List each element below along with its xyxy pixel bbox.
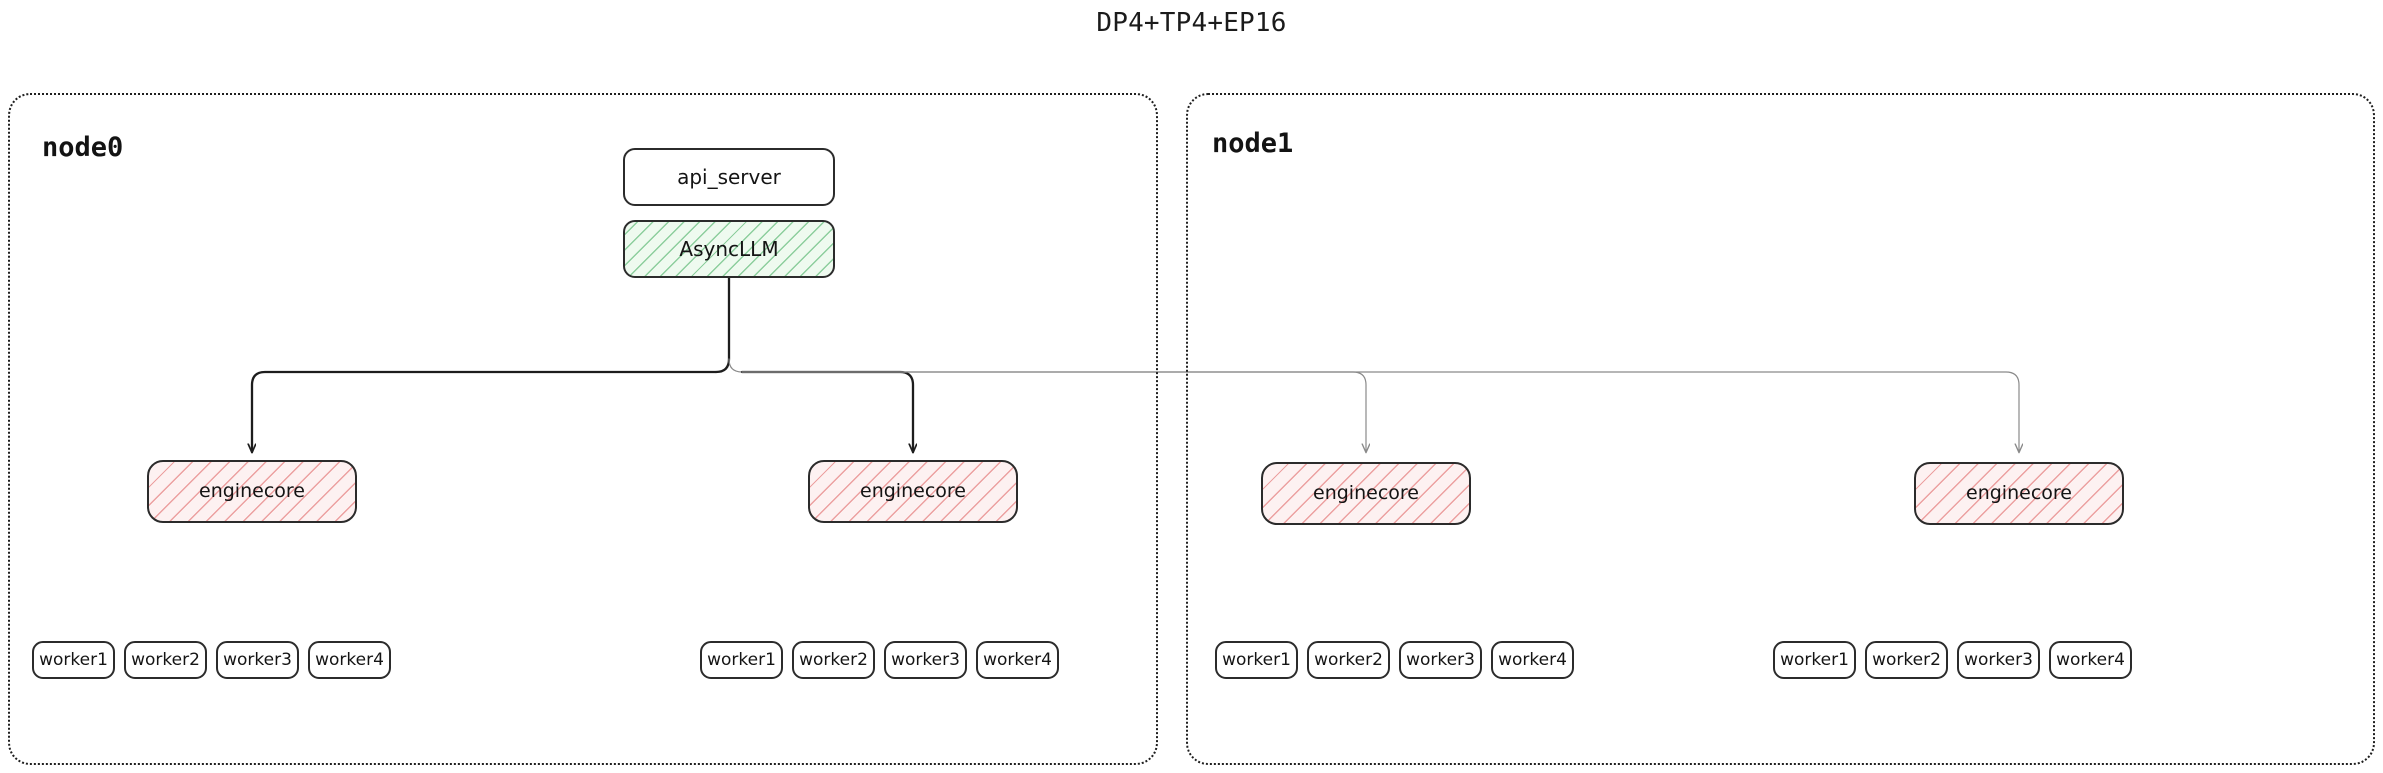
worker-box-label: worker3 <box>223 649 292 670</box>
enginecore-box-0[interactable]: enginecore <box>147 460 357 523</box>
worker-box[interactable]: worker2 <box>792 641 875 679</box>
worker-box[interactable]: worker1 <box>1215 641 1298 679</box>
worker-box-label: worker4 <box>1498 649 1567 670</box>
page-title: DP4+TP4+EP16 <box>1096 8 1287 38</box>
worker-box-label: worker2 <box>799 649 868 670</box>
worker-box-label: worker2 <box>131 649 200 670</box>
node-group-node0 <box>8 93 1158 765</box>
worker-box[interactable]: worker2 <box>1865 641 1948 679</box>
enginecore-box-0-label: enginecore <box>199 480 305 502</box>
worker-box[interactable]: worker1 <box>32 641 115 679</box>
worker-box-label: worker4 <box>983 649 1052 670</box>
worker-box[interactable]: worker2 <box>124 641 207 679</box>
worker-box-label: worker4 <box>315 649 384 670</box>
worker-box[interactable]: worker3 <box>884 641 967 679</box>
worker-box[interactable]: worker3 <box>216 641 299 679</box>
worker-box-label: worker1 <box>707 649 776 670</box>
worker-box[interactable]: worker2 <box>1307 641 1390 679</box>
worker-box[interactable]: worker4 <box>976 641 1059 679</box>
enginecore-box-2[interactable]: enginecore <box>1261 462 1471 525</box>
worker-box-label: worker4 <box>2056 649 2125 670</box>
api-server-box-label: api_server <box>677 165 781 189</box>
enginecore-box-1[interactable]: enginecore <box>808 460 1018 523</box>
node-label-node0: node0 <box>42 132 124 163</box>
worker-box[interactable]: worker3 <box>1957 641 2040 679</box>
enginecore-box-1-label: enginecore <box>860 480 966 502</box>
enginecore-box-3-label: enginecore <box>1966 482 2072 504</box>
worker-box-label: worker2 <box>1872 649 1941 670</box>
async-llm-box[interactable]: AsyncLLM <box>623 220 835 278</box>
worker-box[interactable]: worker1 <box>1773 641 1856 679</box>
worker-box[interactable]: worker4 <box>1491 641 1574 679</box>
worker-box[interactable]: worker4 <box>308 641 391 679</box>
api-server-box[interactable]: api_server <box>623 148 835 206</box>
worker-box-label: worker3 <box>1406 649 1475 670</box>
worker-box[interactable]: worker3 <box>1399 641 1482 679</box>
enginecore-box-3[interactable]: enginecore <box>1914 462 2124 525</box>
worker-box-label: worker3 <box>1964 649 2033 670</box>
worker-box-label: worker1 <box>1222 649 1291 670</box>
worker-box-label: worker1 <box>39 649 108 670</box>
worker-box-label: worker1 <box>1780 649 1849 670</box>
node-group-node1 <box>1186 93 2375 765</box>
async-llm-box-label: AsyncLLM <box>679 237 779 261</box>
worker-box[interactable]: worker4 <box>2049 641 2132 679</box>
worker-box[interactable]: worker1 <box>700 641 783 679</box>
worker-box-label: worker2 <box>1314 649 1383 670</box>
worker-box-label: worker3 <box>891 649 960 670</box>
enginecore-box-2-label: enginecore <box>1313 482 1419 504</box>
node-label-node1: node1 <box>1212 128 1294 159</box>
